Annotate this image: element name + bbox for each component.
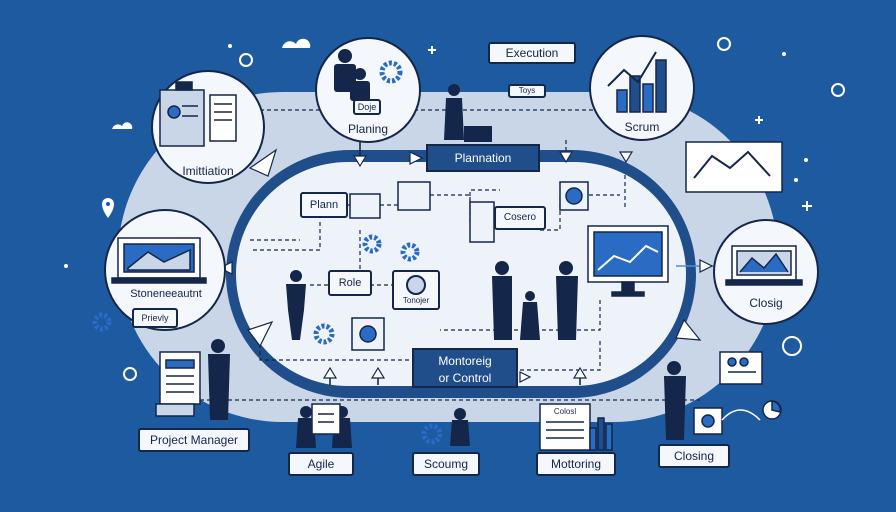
monitoring-control-line-1: Montoreig — [438, 354, 492, 368]
scrum-label: Scrum — [624, 120, 660, 134]
tonder-label: Tonojer — [402, 296, 430, 305]
monitoring-box: Mottoring — [536, 452, 616, 476]
stakeholder-tag: Prievly — [132, 308, 178, 328]
tonder-box: Tonojer — [392, 270, 440, 310]
doc-label: Colosl — [553, 407, 577, 416]
initiation-label: Imittiation — [182, 164, 234, 178]
person-icon — [406, 275, 426, 295]
role-box: Role — [328, 270, 372, 296]
closing-circle-label: Closig — [749, 296, 783, 310]
scouting-box: Scoumg — [412, 452, 480, 476]
planing-tag: Doje — [353, 99, 381, 115]
project-manager-box: Project Manager — [138, 428, 250, 452]
plan-box: Plann — [300, 192, 348, 218]
closing-box: Closing — [658, 444, 730, 468]
monitoring-control-box: Montoreig or Control — [412, 348, 518, 388]
monitoring-control-line-2: or Control — [438, 371, 492, 385]
execution-box: Execution — [488, 42, 576, 64]
coseero-box: Cosero — [494, 206, 546, 230]
execution-tag: Toys — [508, 84, 546, 98]
planation-box: Plannation — [426, 144, 540, 172]
agile-box: Agile — [288, 452, 354, 476]
stakeholder-label: Stoneneeautnt — [130, 288, 202, 300]
planing-label: Planing — [347, 122, 389, 136]
